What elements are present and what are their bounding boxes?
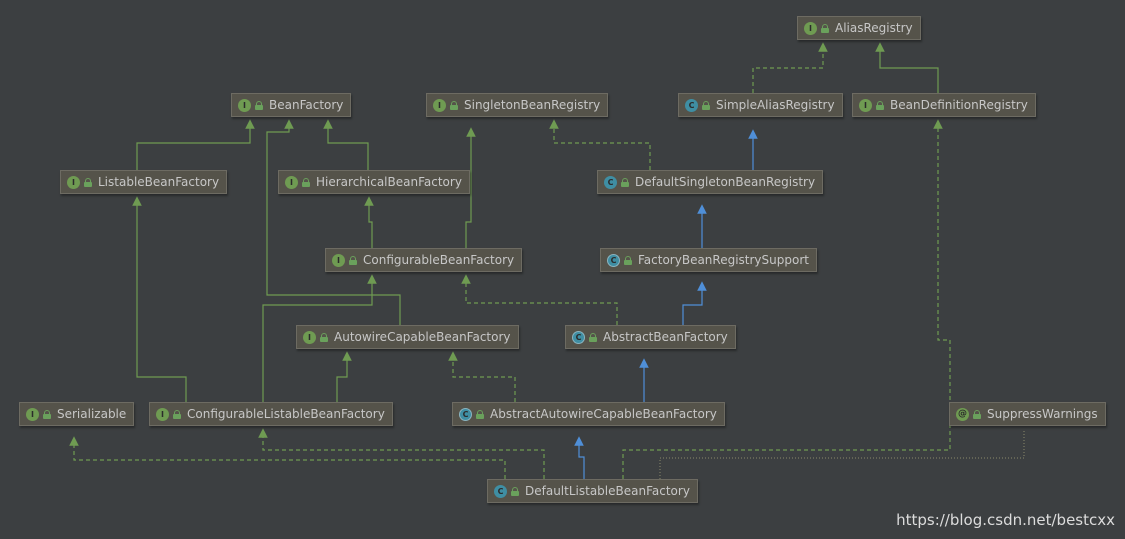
- link-hierarchical-beanfactory: [323, 119, 369, 170]
- class-icon: C: [604, 175, 617, 189]
- interface-icon: I: [238, 98, 251, 112]
- node-label: AbstractAutowireCapableBeanFactory: [490, 407, 717, 421]
- lock-icon: [973, 410, 981, 419]
- node-singleton-bean-registry[interactable]: I SingletonBeanRegistry: [426, 93, 609, 117]
- class-icon: C: [685, 98, 698, 112]
- link-defaultsingleton-singletonregistry: [549, 119, 651, 170]
- node-label: AliasRegistry: [835, 21, 913, 35]
- lock-icon: [876, 101, 884, 110]
- node-abstract-bean-factory[interactable]: C AbstractBeanFactory: [565, 325, 736, 349]
- lock-icon: [821, 24, 829, 33]
- node-configurable-bean-factory[interactable]: I ConfigurableBeanFactory: [325, 248, 523, 272]
- interface-icon: I: [303, 330, 316, 344]
- node-label: ListableBeanFactory: [98, 175, 220, 189]
- link-defaultlistable-abstractautowire: [574, 436, 585, 479]
- node-serializable[interactable]: I Serializable: [19, 402, 135, 426]
- node-hierarchical-bean-factory[interactable]: I HierarchicalBeanFactory: [278, 170, 470, 194]
- node-listable-bean-factory[interactable]: I ListableBeanFactory: [60, 170, 228, 194]
- interface-icon: I: [67, 175, 80, 189]
- node-bean-factory[interactable]: I BeanFactory: [231, 93, 352, 117]
- link-beandefinition-aliasregistry: [875, 42, 939, 93]
- lock-icon: [255, 101, 263, 110]
- annotation-icon: @: [956, 407, 969, 421]
- interface-icon: I: [285, 175, 298, 189]
- link-configurable-singletonregistry: [465, 127, 476, 248]
- link-abstractbean-configurable: [461, 274, 618, 325]
- lock-icon: [702, 101, 710, 110]
- lock-icon: [621, 178, 629, 187]
- node-label: AbstractBeanFactory: [603, 330, 728, 344]
- lock-icon: [302, 178, 310, 187]
- node-label: HierarchicalBeanFactory: [316, 175, 462, 189]
- abstract-class-icon: C: [573, 331, 584, 343]
- lock-icon: [173, 410, 181, 419]
- lock-icon: [624, 256, 632, 265]
- node-label: BeanDefinitionRegistry: [890, 98, 1028, 112]
- node-label: ConfigurableListableBeanFactory: [187, 407, 385, 421]
- node-label: SingletonBeanRegistry: [464, 98, 601, 112]
- node-label: SuppressWarnings: [987, 407, 1098, 421]
- node-autowire-capable-bean-factory[interactable]: I AutowireCapableBeanFactory: [296, 325, 519, 349]
- node-label: DefaultListableBeanFactory: [525, 484, 690, 498]
- link-defaultlistable-serializable: [69, 436, 506, 479]
- lock-icon: [84, 178, 92, 187]
- link-defaultlistable-beandefinition: [622, 119, 951, 479]
- link-defaultlistable-configurablelistable: [258, 428, 545, 479]
- link-configurablelistable-autowire: [336, 351, 352, 402]
- node-suppress-warnings[interactable]: @ SuppressWarnings: [949, 402, 1106, 426]
- node-configurable-listable-bean-factory[interactable]: I ConfigurableListableBeanFactory: [149, 402, 393, 426]
- lock-icon: [511, 487, 519, 496]
- node-simple-alias-registry[interactable]: C SimpleAliasRegistry: [678, 93, 843, 117]
- abstract-class-icon: C: [608, 254, 619, 266]
- node-alias-registry[interactable]: I AliasRegistry: [797, 16, 921, 40]
- node-factory-bean-registry-support[interactable]: C FactoryBeanRegistrySupport: [600, 248, 817, 272]
- interface-icon: I: [859, 98, 872, 112]
- node-label: Serializable: [57, 407, 127, 421]
- lock-icon: [476, 410, 484, 419]
- lock-icon: [43, 410, 51, 419]
- node-abstract-autowire-capable-bean-factory[interactable]: C AbstractAutowireCapableBeanFactory: [452, 402, 725, 426]
- lock-icon: [589, 333, 597, 342]
- node-label: SimpleAliasRegistry: [716, 98, 835, 112]
- interface-icon: I: [433, 98, 446, 112]
- abstract-class-icon: C: [460, 408, 471, 420]
- link-abstractbean-factorysupport: [682, 281, 707, 325]
- link-abstractautowire-autowire: [448, 351, 516, 402]
- link-configurablelistable-configurable: [262, 274, 377, 402]
- link-simplealias-aliasregistry: [752, 42, 828, 93]
- link-listable-beanfactory: [136, 119, 255, 170]
- class-icon: C: [494, 484, 507, 498]
- node-default-singleton-bean-registry[interactable]: C DefaultSingletonBeanRegistry: [597, 170, 824, 194]
- interface-icon: I: [26, 407, 39, 421]
- link-autowire-beanfactory: [266, 119, 401, 325]
- link-configurablelistable-listable: [132, 196, 187, 402]
- node-label: AutowireCapableBeanFactory: [334, 330, 511, 344]
- lock-icon: [349, 256, 357, 265]
- link-defaultlistable-suppresswarnings: [659, 429, 1025, 479]
- interface-icon: I: [804, 21, 817, 35]
- node-label: FactoryBeanRegistrySupport: [638, 253, 809, 267]
- node-label: DefaultSingletonBeanRegistry: [635, 175, 816, 189]
- lock-icon: [450, 101, 458, 110]
- watermark: https://blog.csdn.net/bestcxx: [896, 511, 1115, 529]
- interface-icon: I: [332, 253, 345, 267]
- lock-icon: [320, 333, 328, 342]
- node-bean-definition-registry[interactable]: I BeanDefinitionRegistry: [852, 93, 1036, 117]
- interface-icon: I: [156, 407, 169, 421]
- link-configurable-hierarchical: [364, 196, 374, 248]
- node-default-listable-bean-factory[interactable]: C DefaultListableBeanFactory: [487, 479, 698, 503]
- node-label: ConfigurableBeanFactory: [363, 253, 515, 267]
- node-label: BeanFactory: [269, 98, 344, 112]
